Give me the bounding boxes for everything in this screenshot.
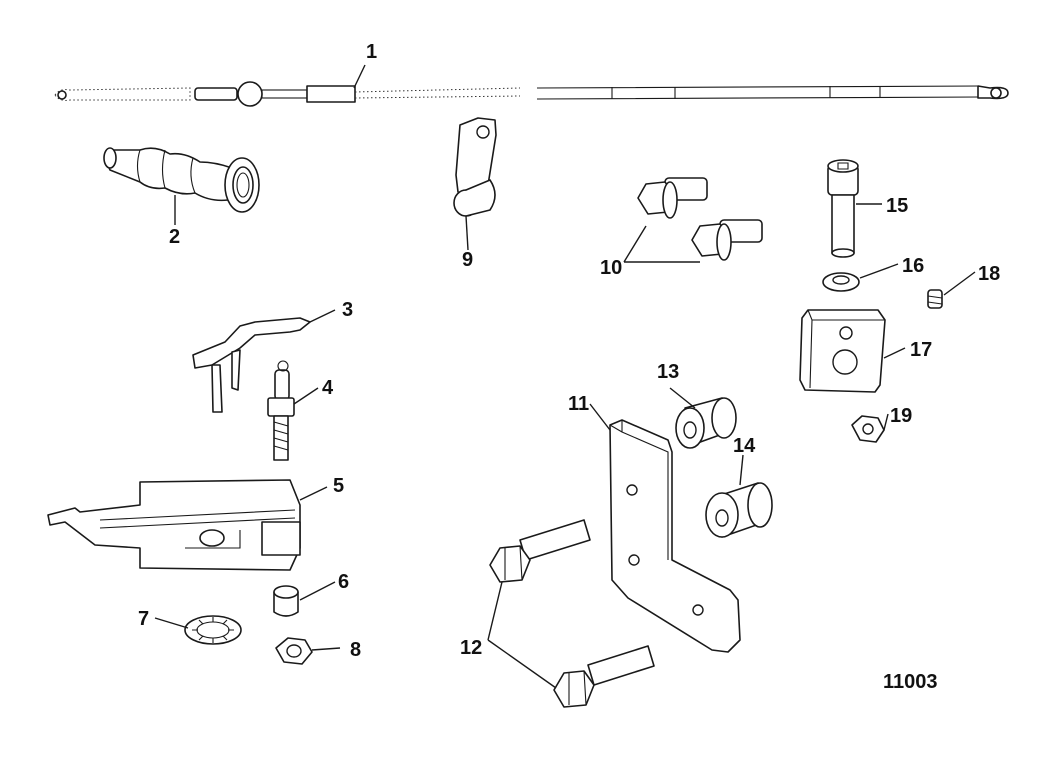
callout-17: 17 xyxy=(910,339,932,361)
part-17-block xyxy=(799,309,886,393)
part-18-set-screw xyxy=(927,289,943,309)
callout-15: 15 xyxy=(886,195,908,217)
callout-9: 9 xyxy=(462,249,473,271)
part-6-spacer xyxy=(273,585,299,617)
callout-18: 18 xyxy=(978,263,1000,285)
callout-13: 13 xyxy=(657,361,679,383)
callout-4: 4 xyxy=(322,377,334,399)
callout-5: 5 xyxy=(333,475,344,497)
part-13-spacer xyxy=(675,397,737,449)
part-15-cap-screw xyxy=(827,159,859,258)
callout-7: 7 xyxy=(138,608,149,630)
leader-lines xyxy=(154,64,976,689)
callout-3: 3 xyxy=(342,299,353,321)
callout-16: 16 xyxy=(902,255,924,277)
part-9-cable-clamp xyxy=(453,117,497,217)
callout-10: 10 xyxy=(600,257,622,279)
callout-19: 19 xyxy=(890,405,912,427)
callout-1: 1 xyxy=(366,41,377,63)
part-12-hex-bolts xyxy=(489,519,655,708)
part-2-rubber-boot xyxy=(103,147,260,213)
part-14-spacer xyxy=(705,482,773,538)
part-1-shift-cable xyxy=(54,81,1009,107)
part-11-mounting-bracket xyxy=(609,419,741,653)
callout-14: 14 xyxy=(733,435,756,457)
callout-6: 6 xyxy=(338,571,349,593)
part-7-star-washer xyxy=(184,615,242,645)
part-5-bracket-plate xyxy=(47,479,301,571)
part-3-lever xyxy=(192,317,311,413)
figure-number: 11003 xyxy=(883,671,938,693)
callout-11: 11 xyxy=(568,393,589,415)
callout-2: 2 xyxy=(169,226,180,248)
part-10-flange-bolts xyxy=(637,177,763,261)
callout-8: 8 xyxy=(350,639,361,661)
part-8-nut xyxy=(275,637,313,665)
part-16-washer xyxy=(822,272,860,292)
part-19-lock-nut xyxy=(851,415,885,443)
part-4-stud xyxy=(267,360,295,461)
callout-labels: 1 2 3 4 5 6 7 8 9 10 11 12 13 14 15 16 1… xyxy=(138,41,1000,693)
callout-12: 12 xyxy=(460,637,482,659)
